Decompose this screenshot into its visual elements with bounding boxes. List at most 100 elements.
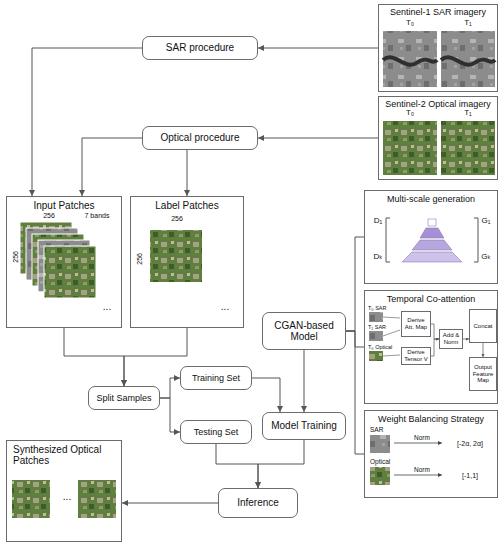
model-box: CGAN-based Model	[262, 312, 346, 350]
module-panel: Weight Balancing StrategySARNorm[-2α, 2α…	[364, 410, 498, 498]
river-line	[383, 57, 437, 64]
panel-label: Optical	[370, 458, 404, 465]
process-box: SAR procedure	[142, 36, 258, 60]
optical-thumb	[370, 467, 390, 485]
bracket-line	[474, 218, 478, 262]
pyramid-illustration	[386, 218, 478, 262]
pyramid-layer	[412, 240, 452, 250]
connector	[258, 440, 304, 488]
connector	[160, 398, 180, 432]
panel-label: ...	[57, 491, 77, 502]
panel-title: Input Patches	[7, 200, 121, 211]
patch-panel: Synthesized Optical Patches...	[6, 440, 122, 542]
panel-label: 256	[12, 246, 20, 268]
pyramid-layer	[402, 252, 462, 262]
panel-label: ...	[215, 301, 235, 312]
box-label: CGAN-based Model	[263, 320, 345, 342]
connector	[82, 138, 142, 196]
box-label: Testing Set	[192, 427, 241, 437]
box-label: Training Set	[190, 373, 242, 383]
process-box: Model Training	[262, 412, 346, 440]
panel-label: D₁	[369, 217, 387, 226]
sar-image	[383, 31, 495, 87]
box-label: Model Training	[269, 420, 339, 431]
synthesized-images	[12, 480, 116, 518]
panel-label: 256	[29, 212, 69, 220]
panel-title: Sentinel-2 Optical imagery	[379, 99, 497, 109]
module-block: Add & Norm	[439, 329, 463, 349]
sar-image	[441, 31, 495, 87]
panel-label: Dₖ	[369, 253, 387, 262]
norm-arrow	[394, 475, 442, 476]
module-block: Concat	[469, 309, 497, 343]
optical-image	[441, 121, 495, 175]
panel-label: ...	[97, 301, 117, 312]
bracket-line	[386, 218, 390, 262]
connector	[252, 378, 280, 412]
panel-label: Norm	[405, 434, 439, 441]
box-label: Optical procedure	[159, 132, 242, 143]
connector	[122, 503, 218, 504]
pyramid-top	[428, 219, 436, 226]
source-box: Sentinel-2 Optical imageryT₀T₁	[378, 96, 498, 180]
process-box: Inference	[218, 488, 298, 518]
connector	[64, 328, 124, 386]
optical-thumb	[369, 351, 383, 361]
box-label: SAR procedure	[164, 42, 236, 53]
panel-label: T₀ Optical	[368, 344, 402, 350]
process-box: Split Samples	[88, 386, 160, 410]
patch-panel: Input Patches2562567 bands...	[6, 196, 122, 328]
connector	[160, 378, 180, 398]
panel-label: G₁	[477, 217, 495, 226]
panel-title: Multi-scale generation	[365, 194, 497, 204]
module-block: Derive Tensor V	[401, 347, 431, 365]
panel-label: Gₖ	[477, 253, 495, 262]
panel-label: 256	[157, 215, 197, 223]
leader-line	[383, 355, 400, 356]
pyramid-layer	[420, 228, 444, 238]
sar-thumb	[369, 331, 383, 341]
connector	[258, 138, 378, 139]
module-panel: Multi-scale generationD₁ Dₖ G₁ Gₖ	[364, 190, 498, 284]
module-block: Output Feature Map	[469, 357, 497, 391]
patch-image	[38, 240, 90, 292]
sar-thumb	[369, 312, 383, 322]
river-line	[441, 57, 495, 64]
panel-title: Synthesized Optical Patches	[13, 444, 113, 466]
leader-line	[383, 330, 400, 336]
connector	[431, 324, 439, 339]
box-label: Output Feature Map	[470, 364, 496, 384]
connector	[346, 237, 364, 331]
sar-image	[383, 31, 437, 87]
leader-line	[383, 317, 400, 318]
panel-label: T₁ SAR	[368, 324, 402, 330]
process-box: Training Set	[180, 366, 252, 390]
panel-title: Sentinel-1 SAR imagery	[379, 7, 497, 17]
connector	[304, 350, 305, 412]
label-patch-image	[150, 230, 202, 282]
patch-image	[78, 480, 116, 518]
box-label: Add & Norm	[440, 332, 462, 345]
box-label: Derive Tensor V	[402, 349, 430, 362]
attention-thumbnails	[369, 312, 400, 361]
norm-arrow	[394, 443, 442, 444]
connector	[431, 339, 439, 356]
panel-title: Label Patches	[131, 200, 243, 211]
panel-label: SAR	[370, 426, 400, 433]
box-label: Concat	[471, 323, 494, 330]
panel-label: T₁	[441, 19, 495, 28]
box-label: Derive Att. Map	[402, 317, 430, 330]
module-block: Derive Att. Map	[401, 311, 431, 337]
patch-image	[44, 246, 96, 298]
process-box: Optical procedure	[142, 126, 258, 150]
panel-label: 256	[136, 248, 144, 270]
panel-label: T₀ SAR	[368, 305, 402, 311]
sar-thumb	[370, 435, 390, 453]
panel-label: T₁	[441, 109, 495, 118]
connector	[216, 444, 258, 488]
panel-label: 7 bands	[77, 212, 117, 220]
module-panel: Temporal Co-attentionT₀ SART₁ SART₀ Opti…	[364, 290, 498, 404]
connector	[32, 48, 142, 196]
connector	[124, 328, 187, 386]
